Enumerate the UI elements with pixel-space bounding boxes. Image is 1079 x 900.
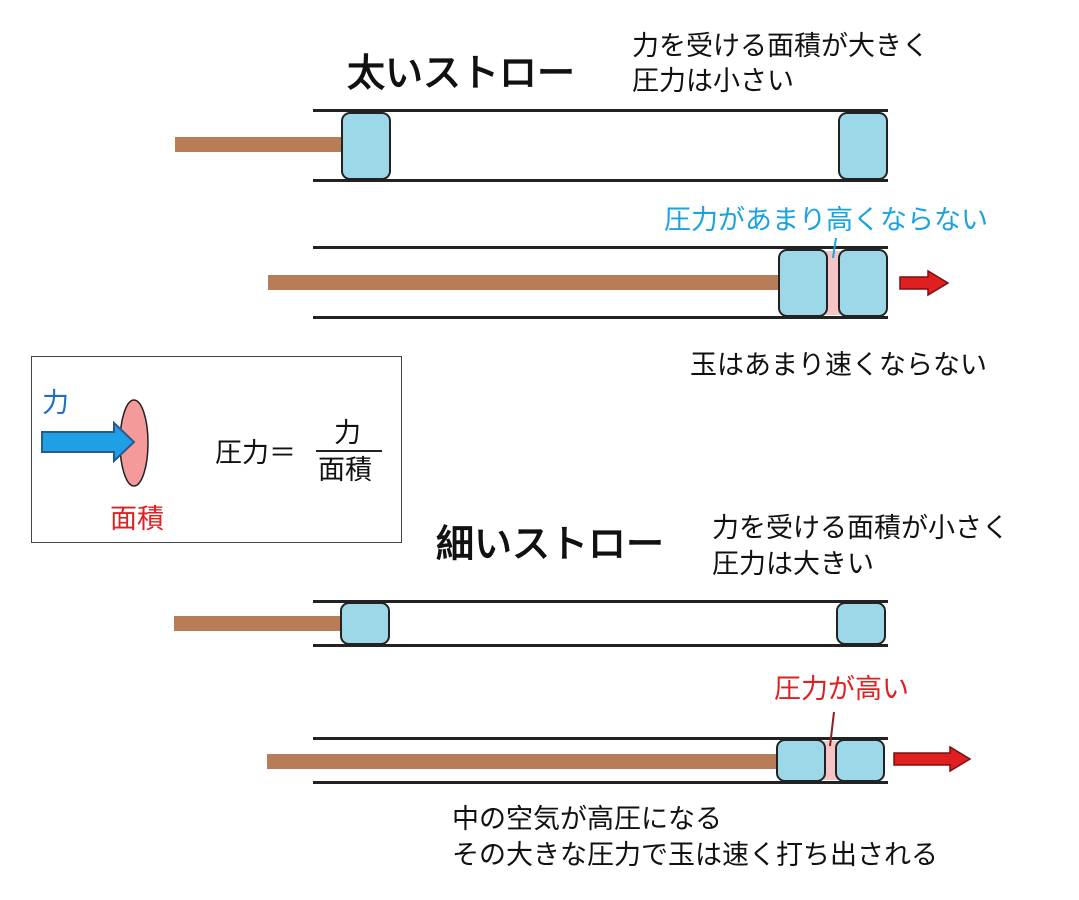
- thin-pressure-leader: [829, 711, 835, 747]
- thick-straw-top-wall-2: [313, 246, 888, 249]
- thin-result-line2: その大きな圧力で玉は速く打ち出される: [452, 840, 938, 871]
- thick-front-ball-2: [838, 249, 888, 317]
- thin-front-ball-2: [835, 739, 885, 782]
- thick-front-ball-1: [838, 112, 888, 180]
- thick-straw-top-wall-1: [313, 109, 888, 112]
- thin-compressed-air: [824, 741, 838, 780]
- thin-straw-bottom-wall-2: [313, 781, 888, 784]
- legend-area-label: 面積: [110, 504, 164, 535]
- thick-straw-bottom-wall-1: [313, 179, 888, 182]
- formula-lhs: 圧力＝: [215, 438, 296, 469]
- thin-straw-top-wall-2: [313, 737, 888, 740]
- thick-plunger-rod-2: [268, 275, 783, 290]
- thick-back-ball-1: [341, 112, 391, 180]
- legend-force-label: 力: [42, 388, 69, 419]
- thick-plunger-rod-1: [175, 137, 345, 152]
- formula-denominator: 面積: [318, 455, 372, 486]
- thin-result-line1: 中の空気が高圧になる: [452, 804, 722, 835]
- thick-compressed-air: [826, 251, 840, 315]
- thin-plunger-rod-2: [267, 754, 782, 769]
- thin-motion-arrow: [893, 745, 972, 773]
- thick-straw-note-line1: 力を受ける面積が大きく: [632, 31, 929, 62]
- thick-motion-arrow: [899, 269, 950, 297]
- thin-straw-top-wall-1: [313, 600, 888, 603]
- thick-straw-bottom-wall-2: [313, 316, 888, 319]
- thin-straw-note-line2: 圧力は大きい: [712, 549, 874, 580]
- thick-result-text: 玉はあまり速くならない: [690, 350, 987, 381]
- thick-pressure-leader: [832, 237, 837, 259]
- thin-straw-bottom-wall-1: [313, 644, 888, 647]
- thin-straw-title: 細いストロー: [436, 522, 665, 566]
- thick-back-ball-2: [778, 249, 828, 317]
- thin-front-ball-1: [836, 602, 886, 645]
- thick-straw-title: 太いストロー: [347, 51, 576, 95]
- thin-back-ball-2: [776, 739, 826, 782]
- thick-pressure-label: 圧力があまり高くならない: [664, 205, 988, 236]
- formula-fraction-bar: [316, 450, 382, 452]
- legend-box: [31, 356, 402, 543]
- thin-pressure-label: 圧力が高い: [774, 674, 909, 705]
- force-arrow: [41, 420, 136, 464]
- thin-straw-note-line1: 力を受ける面積が小さく: [712, 513, 1009, 544]
- thick-straw-note-line2: 圧力は小さい: [632, 66, 794, 97]
- formula-numerator: 力: [334, 418, 361, 449]
- thin-back-ball-1: [340, 602, 390, 645]
- thin-plunger-rod-1: [174, 616, 346, 631]
